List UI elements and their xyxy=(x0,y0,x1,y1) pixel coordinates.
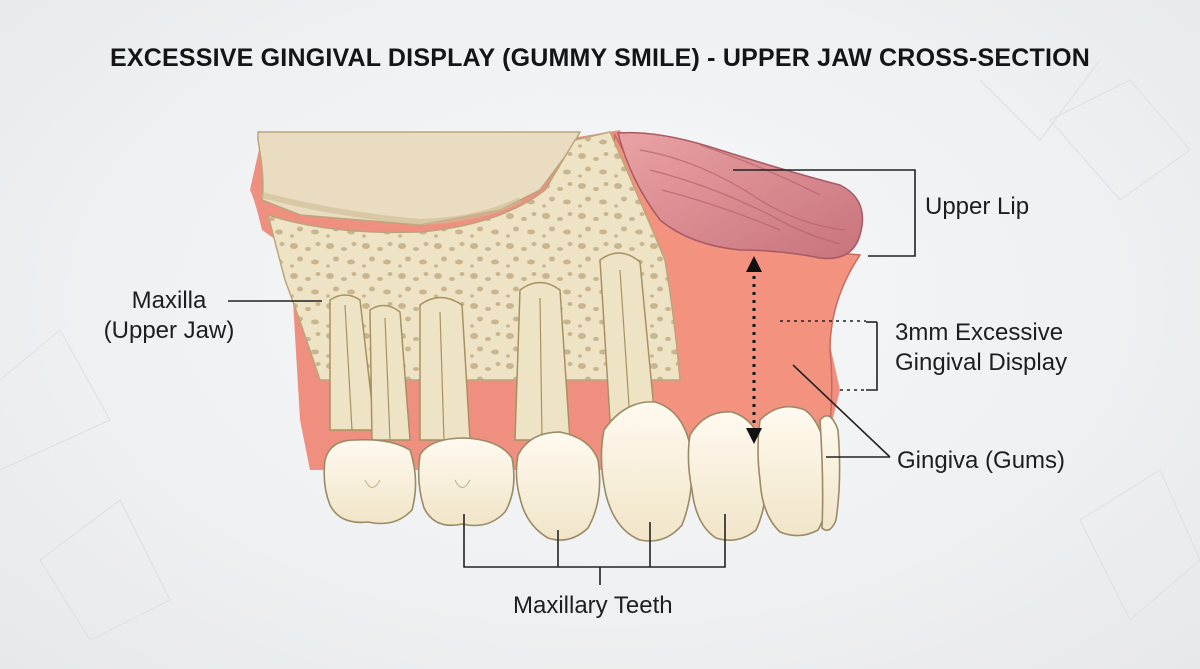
upper-lip xyxy=(617,131,864,260)
upper-lip-label: Upper Lip xyxy=(925,193,1030,220)
tooth-crowns xyxy=(323,401,841,542)
maxilla-label-line2: (Upper Jaw) xyxy=(103,317,235,344)
lip-bracket xyxy=(733,169,916,257)
background-mesh xyxy=(0,59,1200,641)
tooth-roots xyxy=(329,252,656,441)
excess-arrow xyxy=(746,256,762,444)
excess-label-line2: Gingival Display xyxy=(895,349,1068,376)
molar-1 xyxy=(323,438,417,525)
excess-display-label: 3mm Excessive Gingival Display xyxy=(895,318,1067,378)
teeth-bracket xyxy=(463,514,726,568)
incisor-3 xyxy=(819,414,841,531)
excess-label-line1: 3mm Excessive xyxy=(895,319,1064,346)
excess-bracket xyxy=(866,322,878,391)
maxillary-teeth-label: Maxillary Teeth xyxy=(513,592,673,619)
gingiva-label: Gingiva (Gums) xyxy=(897,447,1066,474)
premolar xyxy=(515,431,601,541)
leader-lines xyxy=(228,169,916,585)
gingiva-leader-1 xyxy=(792,364,891,458)
incisor-2 xyxy=(757,405,830,537)
incisor-1 xyxy=(687,411,768,541)
molar-2 xyxy=(417,437,515,527)
page-title: EXCESSIVE GINGIVAL DISPLAY (GUMMY SMILE)… xyxy=(109,44,1091,72)
canine xyxy=(600,401,693,542)
maxilla-label: Maxilla (Upper Jaw) xyxy=(84,286,254,346)
maxilla-label-line1: Maxilla xyxy=(131,287,207,314)
